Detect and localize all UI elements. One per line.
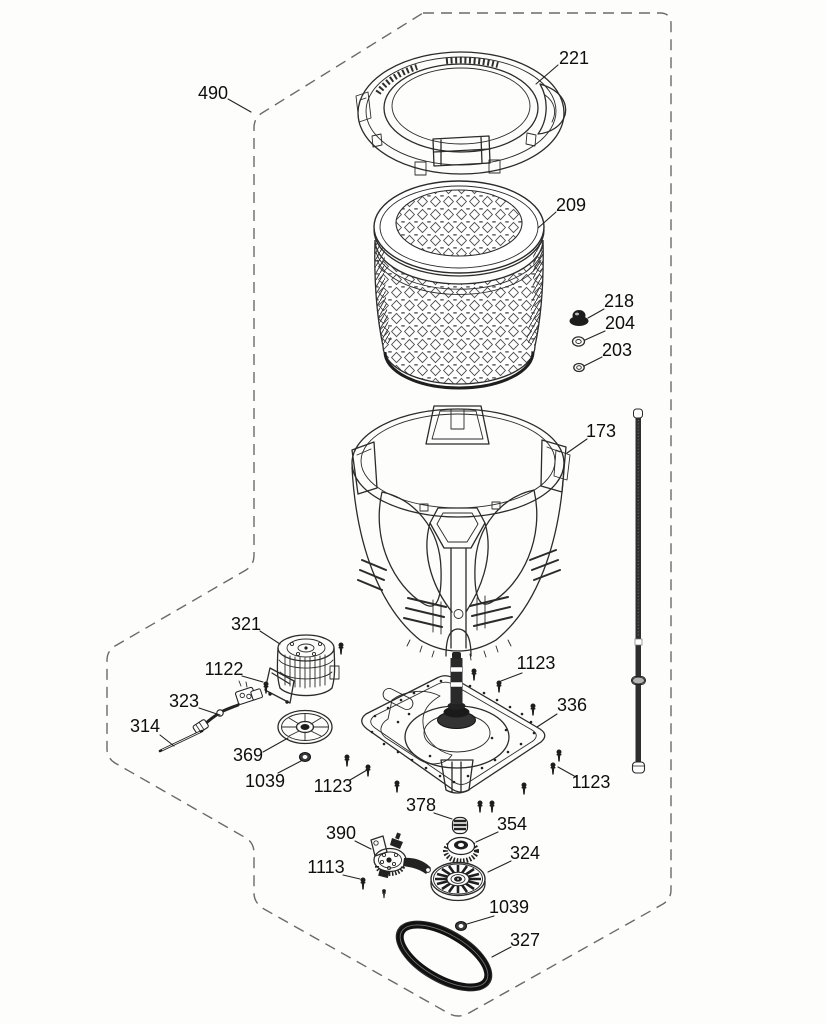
part-label-173: 173 [586,421,616,441]
part-label-314: 314 [130,716,160,736]
leader-203 [583,356,603,367]
part-label-336: 336 [557,695,587,715]
leader-1123-top [500,672,523,682]
part-label-1039-upper: 1039 [245,771,285,791]
screw-1113 [360,877,366,890]
leader-1039-upper [277,760,302,774]
leader-1123-left [349,769,368,781]
part-label-218: 218 [604,291,634,311]
part-label-209: 209 [556,195,586,215]
part-label-1123-top: 1123 [517,653,556,673]
part-321-drive-motor [264,634,340,704]
leader-369 [262,737,289,753]
part-323-wire-harness [192,680,263,734]
part-label-323: 323 [169,691,199,711]
part-label-490: 490 [198,83,228,103]
part-173-outer-tub [351,405,571,661]
part-203-washer [573,362,585,373]
part-390-shifter [370,832,431,879]
leader-209 [537,211,557,229]
part-label-390: 390 [326,823,356,843]
part-label-369: 369 [233,745,263,765]
part-label-221: 221 [559,48,589,68]
part-label-354: 354 [497,814,527,834]
part-204-washer [571,336,586,347]
part-label-1123-right: 1123 [572,772,611,792]
part-327-drive-belt [395,920,493,992]
part-221-tub-cover-ring [355,51,567,176]
part-354-clutch-gear [443,836,479,864]
leader-1113 [342,874,361,880]
part-369-rotor [277,709,333,745]
leader-173 [566,438,588,454]
leader-1122 [241,675,264,683]
leader-378 [433,812,453,820]
leader-314 [159,734,175,747]
part-label-203: 203 [602,340,632,360]
leader-321 [259,630,281,645]
part-label-1123-left: 1123 [314,776,353,796]
part-1039-nut-upper [299,752,311,762]
leader-323 [198,707,221,716]
part-label-324: 324 [510,843,540,863]
part-label-321: 321 [231,614,261,634]
screw-1113-b [382,889,386,899]
part-314-rod [158,729,204,753]
leader-390 [354,840,372,850]
part-label-1113: 1113 [307,857,344,877]
leader-204 [584,330,606,341]
part-218-cap-nut [569,310,589,326]
leader-1039-lower [466,915,495,925]
part-324-pulley [430,861,486,902]
part-label-378: 378 [406,795,436,815]
leader-218 [587,308,605,319]
part-label-204: 204 [605,313,635,333]
leader-490 [227,98,252,113]
leader-336 [536,713,558,728]
assembly-boundary-dashed [106,12,672,1017]
part-336-gearcase-plate [361,652,546,794]
leader-324 [487,860,512,873]
leader-327 [491,946,512,958]
leader-221 [535,64,559,85]
part-1039-nut-lower [455,921,467,931]
part-label-327: 327 [510,930,540,950]
leader-354 [475,831,499,843]
suspension-rod [631,408,646,774]
leader-1123-right [557,766,577,778]
part-378-coupler [451,816,469,835]
part-label-1122: 1122 [205,659,244,679]
part-209-spin-basket [373,180,545,390]
part-label-1039-lower: 1039 [489,897,529,917]
